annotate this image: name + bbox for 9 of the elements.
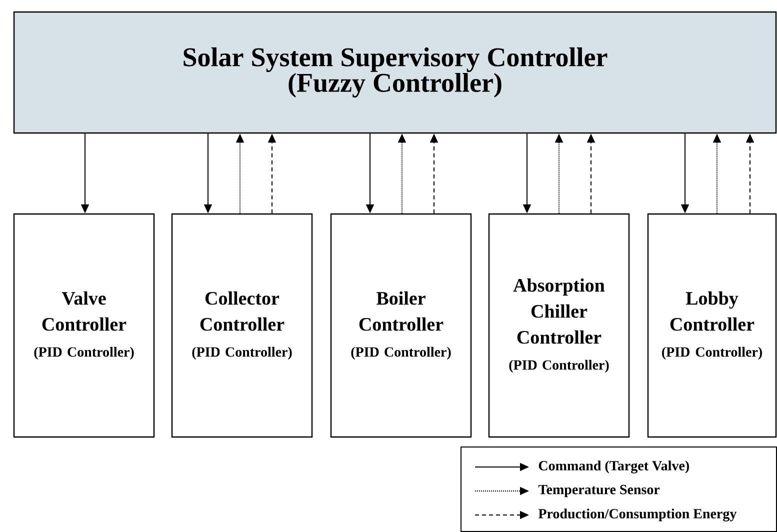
controller-box: Valve Controller (PID Controller) — [13, 213, 155, 438]
controller-box: Lobby Controller (PID Controller) — [647, 213, 777, 438]
controller-box: Boiler Controller (PID Controller) — [330, 213, 472, 438]
legend-text: Command (Target Valve) — [538, 460, 689, 474]
legend-text: Temperature Sensor — [538, 484, 660, 498]
controller-box: Absorption Chiller Controller (PID Controller) — [488, 213, 630, 438]
supervisory-controller-box: Solar System Supervisory Controller (Fuzzy Controller) — [13, 11, 777, 134]
controller-box: Collector Controller (PID Controller) — [171, 213, 313, 438]
legend-text: Production/Consumption Energy — [538, 508, 737, 522]
